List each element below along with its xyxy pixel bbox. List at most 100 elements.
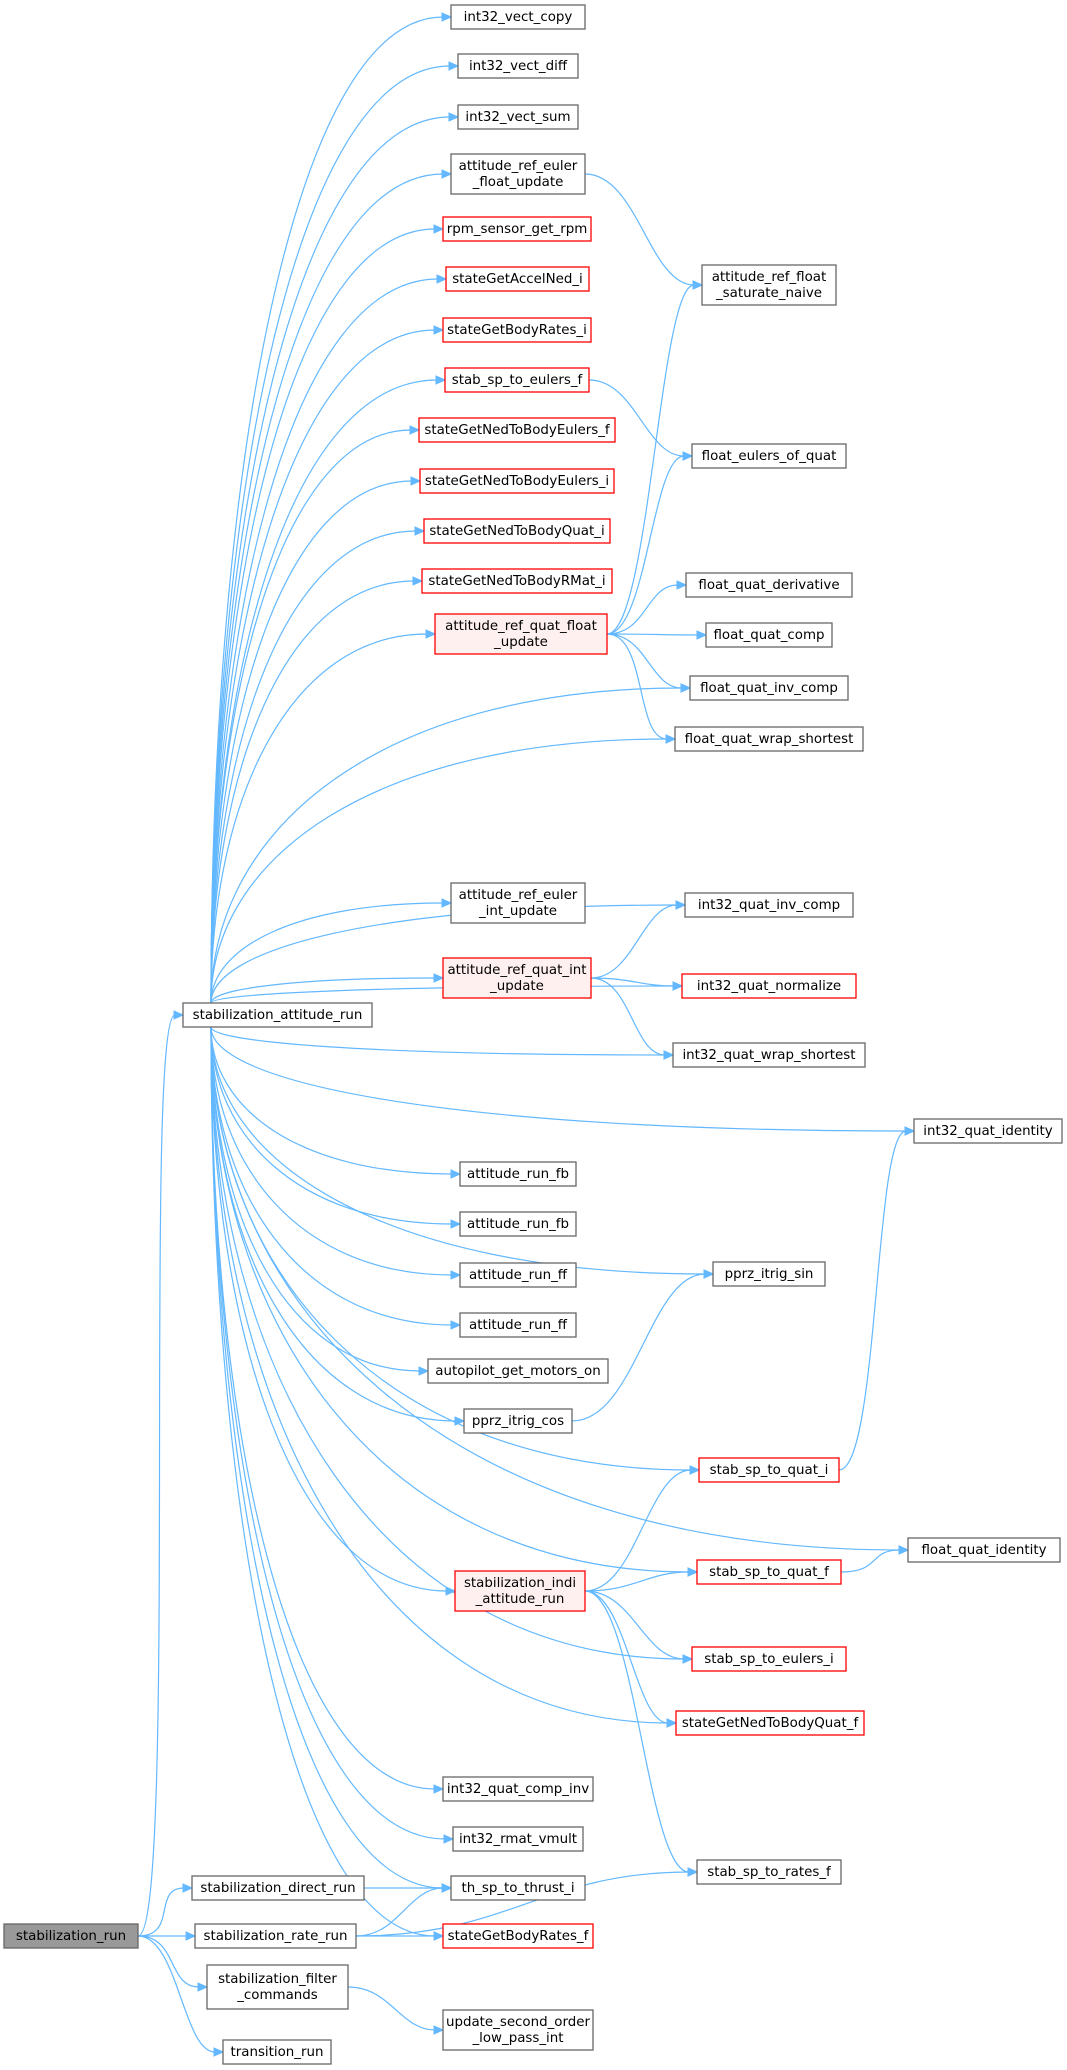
function-node-attitude-run-ff-1[interactable]: attitude_run_ff — [459, 1262, 577, 1288]
function-node-label: _update — [489, 979, 544, 994]
function-node-label: stab_sp_to_quat_f — [709, 1565, 829, 1580]
function-node-autopilot-get-motors-on[interactable]: autopilot_get_motors_on — [427, 1358, 609, 1384]
function-node-stabilization-indi-attitude-run[interactable]: stabilization_indi_attitude_run — [454, 1570, 586, 1612]
function-node-int32-vect-sum[interactable]: int32_vect_sum — [457, 104, 579, 130]
function-node-stateGetNedToBodyQuat-i[interactable]: stateGetNedToBodyQuat_i — [423, 518, 611, 544]
call-edge — [210, 1026, 706, 1275]
call-edge-arrowhead — [182, 1883, 194, 1893]
function-node-box — [442, 317, 592, 343]
call-edge-arrowhead — [682, 1654, 694, 1664]
function-node-update-second-order-low-pass-int[interactable]: update_second_order_low_pass_int — [442, 2009, 594, 2051]
function-node-int32-quat-wrap-shortest[interactable]: int32_quat_wrap_shortest — [672, 1042, 866, 1068]
function-node-box — [191, 1875, 365, 1901]
function-node-attitude-ref-quat-float-update[interactable]: attitude_ref_quat_float_update — [434, 613, 608, 655]
call-edge — [584, 1571, 690, 1592]
function-node-stab-sp-to-quat-i[interactable]: stab_sp_to_quat_i — [698, 1457, 840, 1483]
function-node-box — [701, 264, 837, 306]
function-node-label: int32_rmat_vmult — [459, 1832, 577, 1847]
function-node-label: stabilization_indi — [464, 1576, 576, 1591]
function-node-th-sp-to-thrust-i[interactable]: th_sp_to_thrust_i — [450, 1875, 586, 1901]
function-node-int32-vect-diff[interactable]: int32_vect_diff — [457, 53, 579, 79]
function-node-label: stateGetNedToBodyRMat_i — [428, 574, 605, 589]
function-node-attitude-run-fb-1[interactable]: attitude_run_fb — [459, 1161, 577, 1187]
function-node-box — [442, 2009, 594, 2051]
function-node-stab-sp-to-eulers-i[interactable]: stab_sp_to_eulers_i — [691, 1646, 847, 1672]
function-node-attitude-run-ff-2[interactable]: attitude_run_ff — [459, 1312, 577, 1338]
call-edge-arrowhead — [687, 1867, 699, 1877]
function-node-float-eulers-of-quat[interactable]: float_eulers_of_quat — [691, 443, 847, 469]
function-node-label: stab_sp_to_rates_f — [707, 1865, 831, 1880]
call-edge — [210, 1026, 907, 1132]
call-edge — [210, 228, 436, 1004]
function-node-transition-run[interactable]: transition_run — [222, 2039, 332, 2065]
function-node-label: pprz_itrig_cos — [472, 1414, 564, 1429]
function-node-stabilization-direct-run[interactable]: stabilization_direct_run — [191, 1875, 365, 1901]
function-node-attitude-ref-euler-int-update[interactable]: attitude_ref_euler_int_update — [450, 882, 586, 924]
function-node-box — [452, 1826, 584, 1852]
call-edge-arrowhead — [441, 12, 453, 22]
call-edge-arrowhead — [418, 1366, 430, 1376]
function-node-stabilization-rate-run[interactable]: stabilization_rate_run — [194, 1923, 357, 1949]
function-node-label: stateGetAccelNed_i — [452, 272, 583, 287]
function-node-stateGetNedToBodyEulers-i[interactable]: stateGetNedToBodyEulers_i — [419, 468, 615, 494]
function-node-int32-rmat-vmult[interactable]: int32_rmat_vmult — [452, 1826, 584, 1852]
function-node-box — [3, 1923, 139, 1949]
function-node-int32-quat-comp-inv[interactable]: int32_quat_comp_inv — [442, 1776, 594, 1802]
function-node-rpm-sensor-get-rpm[interactable]: rpm_sensor_get_rpm — [442, 216, 592, 242]
function-node-label: pprz_itrig_sin — [725, 1267, 814, 1282]
function-node-pprz-itrig-cos[interactable]: pprz_itrig_cos — [463, 1408, 573, 1434]
function-node-box — [457, 104, 579, 130]
function-node-attitude-ref-quat-int-update[interactable]: attitude_ref_quat_int_update — [442, 957, 592, 999]
function-node-float-quat-identity[interactable]: float_quat_identity — [907, 1537, 1061, 1563]
call-edge — [571, 1273, 706, 1422]
function-node-float-quat-derivative[interactable]: float_quat_derivative — [685, 572, 853, 598]
function-node-attitude-ref-float-saturate-naive[interactable]: attitude_ref_float_saturate_naive — [701, 264, 837, 306]
call-edge-arrowhead — [672, 981, 684, 991]
function-node-box — [674, 726, 864, 752]
function-node-attitude-run-fb-2[interactable]: attitude_run_fb — [459, 1211, 577, 1237]
function-node-pprz-itrig-sin[interactable]: pprz_itrig_sin — [712, 1261, 826, 1287]
function-node-stateGetNedToBodyRMat-i[interactable]: stateGetNedToBodyRMat_i — [421, 568, 613, 594]
call-edge — [590, 977, 666, 1056]
function-node-stab-sp-to-rates-f[interactable]: stab_sp_to_rates_f — [696, 1859, 842, 1885]
function-node-label: attitude_run_fb — [467, 1167, 569, 1182]
function-node-box — [454, 1570, 586, 1612]
function-node-int32-quat-identity[interactable]: int32_quat_identity — [913, 1118, 1063, 1144]
call-edge — [210, 580, 415, 1004]
function-node-stabilization-attitude-run[interactable]: stabilization_attitude_run — [182, 1002, 373, 1028]
call-edge — [137, 1935, 200, 1988]
call-edge — [838, 1130, 907, 1471]
function-node-float-quat-comp[interactable]: float_quat_comp — [705, 622, 833, 648]
function-node-label: float_eulers_of_quat — [702, 449, 837, 464]
function-node-stabilization-run[interactable]: stabilization_run — [3, 1923, 139, 1949]
call-edge-arrowhead — [409, 425, 421, 435]
call-edge-arrowhead — [443, 1834, 455, 1844]
function-node-box — [222, 2039, 332, 2065]
function-node-int32-quat-normalize[interactable]: int32_quat_normalize — [681, 973, 857, 999]
function-node-label: attitude_ref_quat_int — [447, 963, 586, 978]
call-edge-arrowhead — [173, 1010, 185, 1020]
function-node-box — [459, 1161, 577, 1187]
call-edge — [210, 379, 438, 1004]
function-node-label: _update — [493, 635, 548, 650]
function-node-stateGetBodyRates-f[interactable]: stateGetBodyRates_f — [442, 1923, 594, 1949]
function-node-stateGetNedToBodyEulers-f[interactable]: stateGetNedToBodyEulers_f — [418, 417, 616, 443]
function-node-float-quat-wrap-shortest[interactable]: float_quat_wrap_shortest — [674, 726, 864, 752]
function-node-stateGetAccelNed-i[interactable]: stateGetAccelNed_i — [445, 266, 590, 292]
function-node-attitude-ref-euler-float-update[interactable]: attitude_ref_euler_float_update — [450, 153, 586, 195]
function-node-label: attitude_ref_quat_float — [445, 619, 597, 634]
function-node-int32-quat-inv-comp[interactable]: int32_quat_inv_comp — [684, 892, 854, 918]
function-node-stateGetNedToBodyQuat-f[interactable]: stateGetNedToBodyQuat_f — [675, 1710, 865, 1736]
function-node-int32-vect-copy[interactable]: int32_vect_copy — [450, 4, 586, 30]
call-edge-arrowhead — [433, 2025, 445, 2035]
function-node-label: stab_sp_to_quat_i — [710, 1463, 829, 1478]
call-edge — [210, 278, 439, 1004]
function-node-stabilization-filter-commands[interactable]: stabilization_filter_commands — [206, 1964, 349, 2010]
call-edge — [584, 1590, 690, 1873]
function-node-stab-sp-to-eulers-f[interactable]: stab_sp_to_eulers_f — [444, 367, 590, 393]
call-edge-arrowhead — [898, 1545, 910, 1555]
function-node-stab-sp-to-quat-f[interactable]: stab_sp_to_quat_f — [696, 1559, 842, 1585]
function-node-stateGetBodyRates-i[interactable]: stateGetBodyRates_i — [442, 317, 592, 343]
function-node-box — [194, 1923, 357, 1949]
function-node-float-quat-inv-comp[interactable]: float_quat_inv_comp — [689, 675, 849, 701]
